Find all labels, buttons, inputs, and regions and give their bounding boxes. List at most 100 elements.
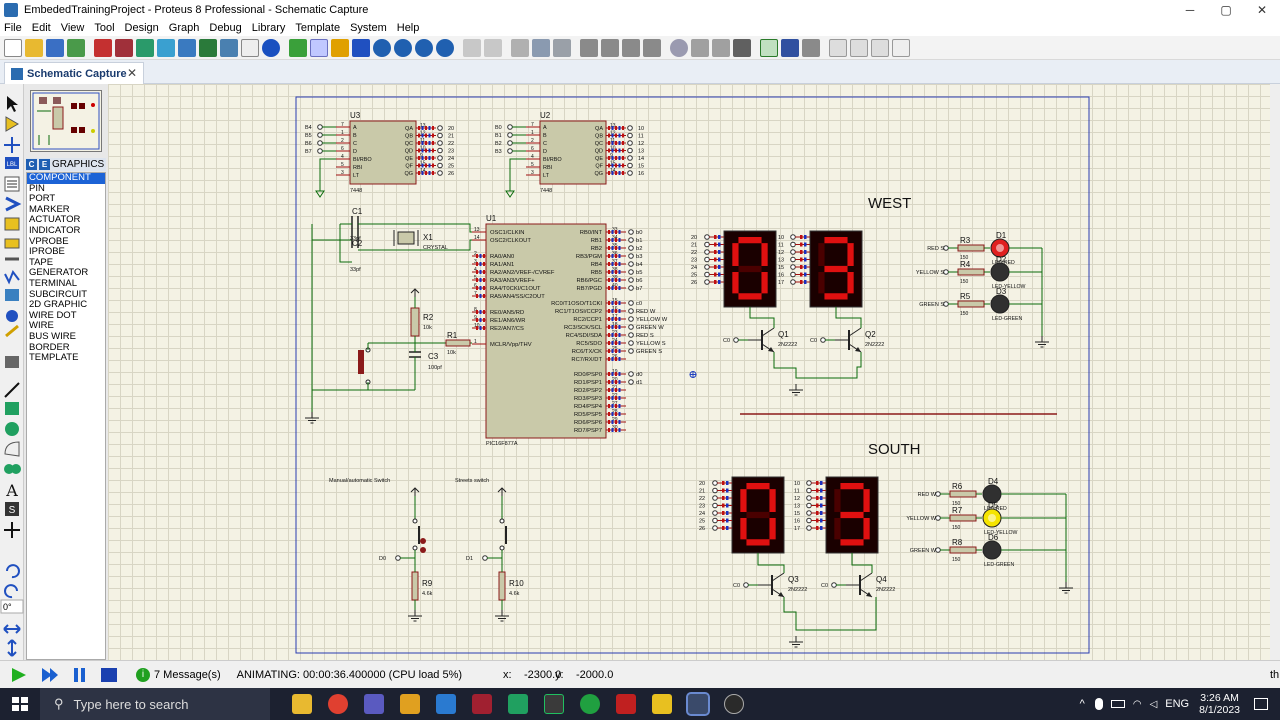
pan-icon[interactable]	[352, 38, 370, 57]
chip-icon[interactable]	[115, 38, 133, 57]
bus-mode-icon[interactable]	[5, 196, 22, 212]
menu-graph[interactable]: Graph	[168, 22, 200, 34]
paste-icon[interactable]	[553, 38, 571, 57]
device-item-wire-dot[interactable]: WIRE DOT	[29, 309, 77, 321]
zoom-out-icon[interactable]	[394, 38, 412, 57]
mirror-vertical-icon[interactable]	[7, 639, 17, 657]
device-item-terminal[interactable]: TERMINAL	[29, 277, 78, 289]
device-item-subcircuit[interactable]: SUBCIRCUIT	[29, 288, 88, 300]
help-icon[interactable]	[262, 38, 280, 57]
bill-icon[interactable]	[199, 38, 217, 57]
media-icon[interactable]	[652, 694, 672, 714]
marker-mode-icon[interactable]	[4, 522, 20, 538]
vscode-icon[interactable]	[436, 694, 456, 714]
messages-indicator[interactable]: i 7 Message(s)	[136, 667, 221, 682]
device-item-2d-graphic[interactable]: 2D GRAPHIC	[29, 299, 88, 311]
open-folder-icon[interactable]	[25, 38, 43, 57]
delete-sheet-icon[interactable]	[850, 38, 868, 57]
teams-icon[interactable]	[364, 694, 384, 714]
device-item-actuator[interactable]: ACTUATOR	[29, 214, 81, 226]
new-file-icon[interactable]	[4, 38, 22, 57]
text-script-mode-icon[interactable]	[4, 176, 20, 192]
windows-start-icon[interactable]	[12, 697, 28, 711]
device-item-vprobe[interactable]: VPROBE	[29, 235, 69, 247]
clock[interactable]: 3:26 AM 8/1/2023	[1199, 692, 1240, 716]
menu-edit[interactable]: Edit	[31, 22, 51, 34]
chatgpt-icon[interactable]	[724, 694, 744, 714]
mic-icon[interactable]	[1094, 698, 1103, 710]
graph-mode-icon[interactable]	[4, 269, 20, 285]
goto-sheet-icon[interactable]	[871, 38, 889, 57]
import-icon[interactable]	[67, 38, 85, 57]
new-sheet-icon[interactable]	[829, 38, 847, 57]
symbol-mode-icon[interactable]: S	[5, 502, 19, 516]
selection-mode-icon[interactable]	[7, 96, 18, 112]
chrome-icon[interactable]	[328, 694, 348, 714]
menu-tool[interactable]: Tool	[94, 22, 115, 34]
origin-icon[interactable]	[331, 38, 349, 57]
vertical-scrollbar[interactable]	[1270, 84, 1280, 660]
menu-view[interactable]: View	[60, 22, 85, 34]
play-button[interactable]	[12, 667, 26, 682]
device-item-port[interactable]: PORT	[29, 193, 56, 205]
device-item-iprobe[interactable]: IPROBE	[29, 246, 65, 258]
block-copy-icon[interactable]	[580, 38, 598, 57]
pause-button[interactable]	[74, 667, 78, 682]
line-mode-icon[interactable]	[4, 382, 20, 398]
schematic-drawing[interactable]: U37448A7B1C2D6BI/RBO4RBI5LT3QA13QB12QC11…	[108, 84, 1270, 660]
file-explorer-icon[interactable]	[292, 694, 312, 714]
tab-schematic-capture[interactable]: Schematic Capture ✕	[4, 62, 144, 84]
make-device-icon[interactable]	[691, 38, 709, 57]
acrobat-icon[interactable]	[616, 694, 636, 714]
volume-icon[interactable]: ◁	[1149, 698, 1158, 710]
device-item-bus-wire[interactable]: BUS WIRE	[29, 330, 76, 342]
wifi-icon[interactable]: ◠	[1132, 698, 1142, 710]
device-item-component[interactable]: COMPONENT	[27, 172, 105, 184]
redo-icon[interactable]	[484, 38, 502, 57]
grid-icon[interactable]	[310, 38, 328, 57]
wire-autorouter-icon[interactable]	[760, 38, 778, 57]
save-icon[interactable]	[46, 38, 64, 57]
zoom-in-icon[interactable]	[373, 38, 391, 57]
arduino-icon[interactable]	[508, 694, 528, 714]
device-item-template[interactable]: TEMPLATE	[29, 352, 79, 364]
cut-icon[interactable]	[511, 38, 529, 57]
zoom-area-icon[interactable]	[436, 38, 454, 57]
rotation-field[interactable]	[0, 599, 24, 614]
tray-chevron-icon[interactable]: ^	[1079, 698, 1085, 710]
stop-button[interactable]	[101, 667, 117, 682]
device-item-wire[interactable]: WIRE	[29, 320, 54, 332]
tab-close-icon[interactable]: ✕	[126, 66, 137, 80]
battery-icon[interactable]	[1110, 700, 1125, 708]
device-item-indicator[interactable]: INDICATOR	[29, 224, 81, 236]
terminal-mode-icon[interactable]	[4, 238, 20, 249]
junction-mode-icon[interactable]	[4, 137, 20, 153]
pick-component-button[interactable]: C	[26, 159, 37, 170]
text-mode-icon[interactable]: A	[5, 481, 18, 500]
language-indicator[interactable]: ENG	[1165, 698, 1190, 710]
notifications-icon[interactable]	[1254, 698, 1268, 710]
menu-help[interactable]: Help	[396, 22, 420, 34]
browse-icon[interactable]	[157, 38, 175, 57]
menu-template[interactable]: Template	[295, 22, 341, 34]
minimize-button[interactable]: ─	[1185, 3, 1195, 17]
maximize-button[interactable]: ▢	[1220, 3, 1232, 17]
decompose-icon[interactable]	[712, 38, 730, 57]
home-icon[interactable]	[94, 38, 112, 57]
doc-icon[interactable]	[241, 38, 259, 57]
menu-system[interactable]: System	[350, 22, 387, 34]
pick-device-icon[interactable]	[670, 38, 688, 57]
path-mode-icon[interactable]	[4, 464, 21, 474]
pycharm-icon[interactable]	[544, 694, 564, 714]
ide-icon[interactable]	[472, 694, 492, 714]
mirror-horizontal-icon[interactable]	[3, 624, 21, 634]
block-move-icon[interactable]	[601, 38, 619, 57]
taskbar-search[interactable]: ⚲ Type here to search	[40, 688, 270, 720]
pcb-icon[interactable]	[178, 38, 196, 57]
device-item-generator[interactable]: GENERATOR	[29, 267, 89, 279]
menu-debug[interactable]: Debug	[209, 22, 242, 34]
device-item-tape[interactable]: TAPE	[29, 256, 54, 268]
edit-component-button[interactable]: E	[39, 159, 50, 170]
undo-icon[interactable]	[463, 38, 481, 57]
